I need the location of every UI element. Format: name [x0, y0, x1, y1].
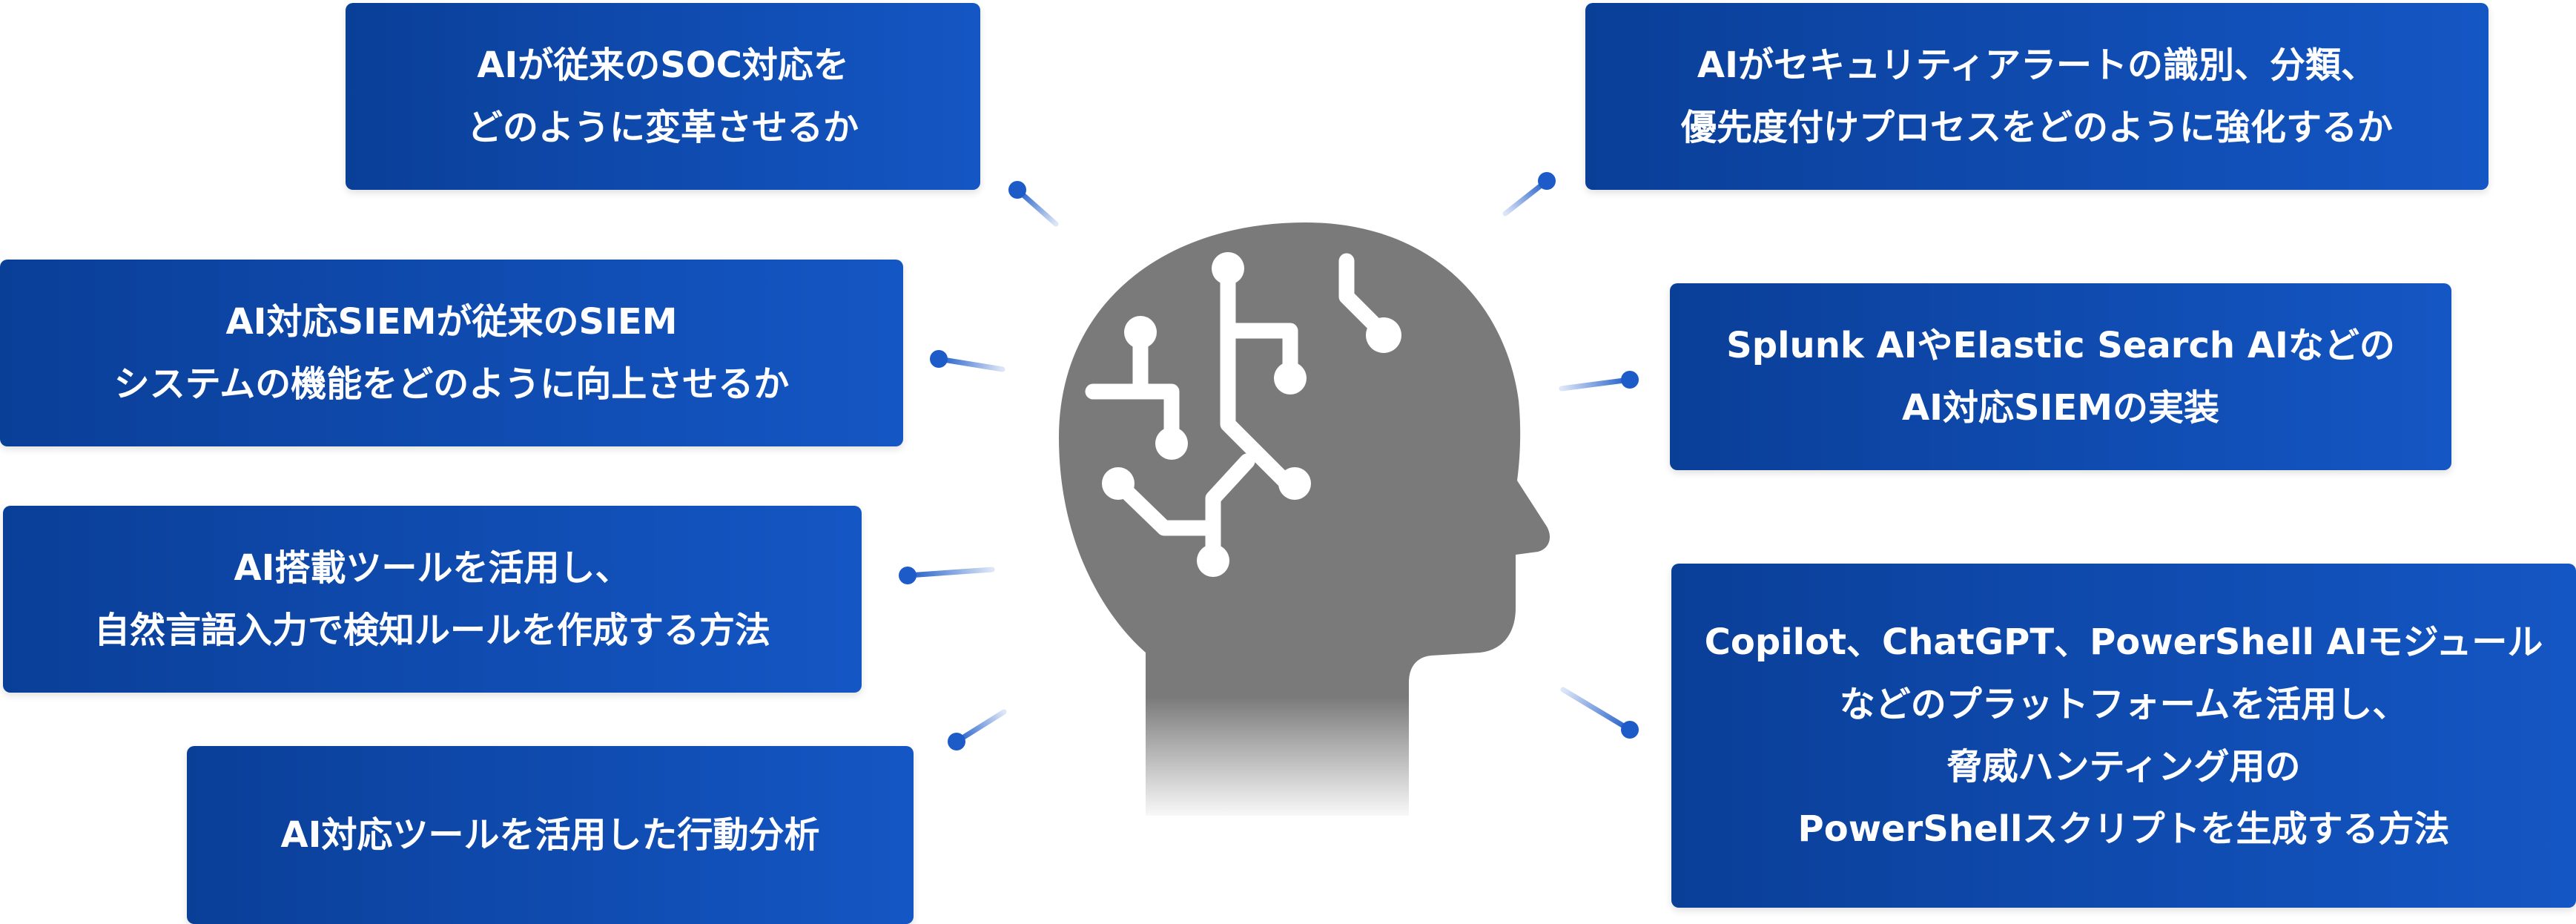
- topic-card-powershell-scripts: Copilot、ChatGPT、PowerShell AIモジュール などのプラ…: [1671, 564, 2576, 908]
- card-text-line: PowerShellスクリプトを生成する方法: [1797, 808, 2450, 850]
- card-text-line: などのプラットフォームを活用し、: [1839, 684, 2408, 725]
- connector-behavior-analysis: [948, 709, 1007, 750]
- topic-card-alert-process: AIがセキュリティアラートの識別、分類、 優先度付けプロセスをどのように強化する…: [1585, 3, 2489, 190]
- card-text-line: AI対応SIEMの実装: [1902, 387, 2219, 429]
- circuit-traces: [1085, 253, 1392, 566]
- card-text-line: AI対応SIEMが従来のSIEM: [225, 301, 678, 343]
- topic-card-soc-transform: AIが従来のSOC対応を どのように変革させるか: [346, 3, 980, 190]
- circuit-nodes: [1102, 252, 1401, 577]
- topic-card-siem-improve: AI対応SIEMが従来のSIEM システムの機能をどのように向上させるか: [0, 260, 903, 446]
- card-text-line: 優先度付けプロセスをどのように強化するか: [1680, 107, 2393, 148]
- card-text-line: Splunk AIやElastic Search AIなどの: [1726, 325, 2395, 366]
- card-text-line: AIが従来のSOC対応を: [477, 44, 849, 86]
- connector-nl-detection: [899, 567, 995, 584]
- card-text-line: AI対応ツールを活用した行動分析: [280, 814, 820, 856]
- card-text-line: AIがセキュリティアラートの識別、分類、: [1697, 44, 2377, 86]
- card-text-line: 自然言語入力で検知ルールを作成する方法: [93, 610, 770, 651]
- card-text-line: AI搭載ツールを活用し、: [234, 547, 631, 589]
- connector-soc-transform: [1008, 181, 1059, 227]
- topic-card-nl-detection: AI搭載ツールを活用し、 自然言語入力で検知ルールを作成する方法: [3, 506, 862, 693]
- card-text-line: システムの機能をどのように向上させるか: [113, 363, 790, 405]
- card-text-line: 脅威ハンティング用の: [1946, 746, 2301, 788]
- connector-siem-improve: [930, 350, 1005, 372]
- card-text-line: Copilot、ChatGPT、PowerShell AIモジュール: [1704, 621, 2543, 663]
- connector-powershell-scripts: [1560, 687, 1639, 739]
- connector-alert-process: [1502, 172, 1556, 217]
- card-text-line: どのように変革させるか: [466, 107, 859, 148]
- connector-siem-implementation: [1559, 371, 1639, 392]
- head-silhouette: [1059, 222, 1550, 816]
- topic-card-siem-implementation: Splunk AIやElastic Search AIなどの AI対応SIEMの…: [1670, 283, 2451, 470]
- topic-card-behavior-analysis: AI対応ツールを活用した行動分析: [187, 746, 914, 924]
